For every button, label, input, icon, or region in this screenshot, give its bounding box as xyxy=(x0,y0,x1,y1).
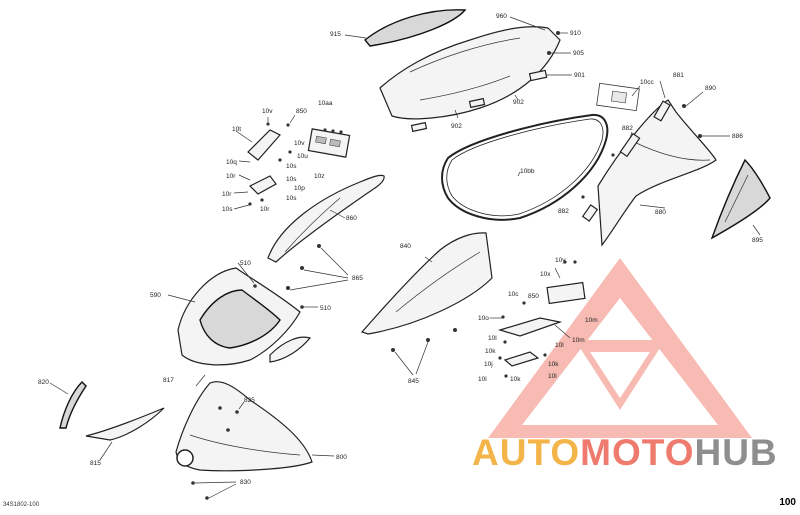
watermark-logo xyxy=(488,258,752,438)
part-820-trim xyxy=(49,381,87,429)
bolts-830 xyxy=(191,481,237,500)
watermark-auto: AUTO xyxy=(472,432,581,473)
label-10bb: 10bb xyxy=(520,168,535,175)
bracket-cluster-upper-left xyxy=(233,114,351,210)
part-840-side-cowl xyxy=(286,232,493,335)
drawing-id: 34S1802-100 xyxy=(3,502,40,508)
part-960-storage-tub xyxy=(379,16,572,133)
label-10l-1: 10l xyxy=(488,335,497,342)
label-915: 915 xyxy=(330,31,341,38)
label-850-a: 850 xyxy=(296,108,307,115)
label-881: 881 xyxy=(673,72,684,79)
watermark-text: AUTOMOTOHUB xyxy=(472,432,778,474)
label-845: 845 xyxy=(408,378,419,385)
label-960: 960 xyxy=(496,13,507,20)
label-890: 890 xyxy=(705,85,716,92)
label-886: 886 xyxy=(732,133,743,140)
label-10m-2: 10m xyxy=(572,337,585,344)
part-860-trim xyxy=(267,174,385,263)
label-10t: 10t xyxy=(232,126,241,133)
label-10x: 10x xyxy=(540,271,551,278)
label-10j: 10j xyxy=(484,361,493,368)
label-10r-1: 10r xyxy=(226,173,236,180)
part-880-side-panel xyxy=(581,80,730,247)
label-10o: 10o xyxy=(478,315,489,322)
part-800-front-bumper xyxy=(175,374,335,472)
page-number: 100 xyxy=(779,497,796,508)
label-10r-3: 10r xyxy=(260,206,270,213)
label-10s-3: 10s xyxy=(286,195,297,202)
label-10z: 10z xyxy=(314,173,324,180)
label-10m-1: 10m xyxy=(585,317,598,324)
label-510-b: 510 xyxy=(320,305,331,312)
label-817: 817 xyxy=(163,377,174,384)
label-820: 820 xyxy=(38,379,49,386)
label-865: 865 xyxy=(352,275,363,282)
watermark-moto: MOTO xyxy=(580,432,695,473)
label-10l-4: 10l xyxy=(478,376,487,383)
label-895: 895 xyxy=(752,237,763,244)
label-10k-1: 10k xyxy=(485,348,496,355)
label-10aa: 10aa xyxy=(318,100,333,107)
label-10l-3: 10l xyxy=(548,373,557,380)
label-10c: 10c xyxy=(508,291,519,298)
label-10y: 10y xyxy=(555,257,566,264)
bracket-cluster-lower xyxy=(490,260,586,378)
part-labels: 915 960 910 905 901 902 902 881 10cc 890… xyxy=(38,13,763,486)
label-882-a: 882 xyxy=(622,125,633,132)
label-830: 830 xyxy=(240,479,251,486)
label-510-a: 510 xyxy=(240,260,251,267)
label-10k-2: 10k xyxy=(548,361,559,368)
label-800: 800 xyxy=(336,454,347,461)
label-10cc: 10cc xyxy=(640,79,654,86)
label-860: 860 xyxy=(346,215,357,222)
label-10k-3: 10k xyxy=(510,376,521,383)
label-10s-1: 10s xyxy=(286,163,297,170)
watermark-hub: HUB xyxy=(694,432,778,473)
label-815: 815 xyxy=(90,460,101,467)
bolts-845 xyxy=(391,328,457,376)
part-815-trim xyxy=(85,407,165,461)
label-902-a: 902 xyxy=(513,99,524,106)
part-895-side-vent xyxy=(710,158,771,240)
label-10v-2: 10v xyxy=(294,140,305,147)
part-590-front-hood xyxy=(167,262,318,366)
label-902-b: 902 xyxy=(451,123,462,130)
label-590: 590 xyxy=(150,292,161,299)
part-10bb-seal xyxy=(441,113,609,221)
label-10q: 10q xyxy=(226,159,237,166)
label-901: 901 xyxy=(574,72,585,79)
part-915-lid xyxy=(344,9,467,47)
label-10v-1: 10v xyxy=(262,108,273,115)
label-10u: 10u xyxy=(297,153,308,160)
label-850-b: 850 xyxy=(528,293,539,300)
label-10s-4: 10s xyxy=(222,206,233,213)
label-10r-2: 10r xyxy=(222,191,232,198)
label-10l-2: 10l xyxy=(555,342,564,349)
label-882-b: 882 xyxy=(558,208,569,215)
label-840: 840 xyxy=(400,243,411,250)
label-10s-2: 10s xyxy=(286,176,297,183)
label-825: 825 xyxy=(244,397,255,404)
label-880: 880 xyxy=(655,209,666,216)
label-910: 910 xyxy=(570,30,581,37)
label-905: 905 xyxy=(573,50,584,57)
label-10p: 10p xyxy=(294,185,305,192)
